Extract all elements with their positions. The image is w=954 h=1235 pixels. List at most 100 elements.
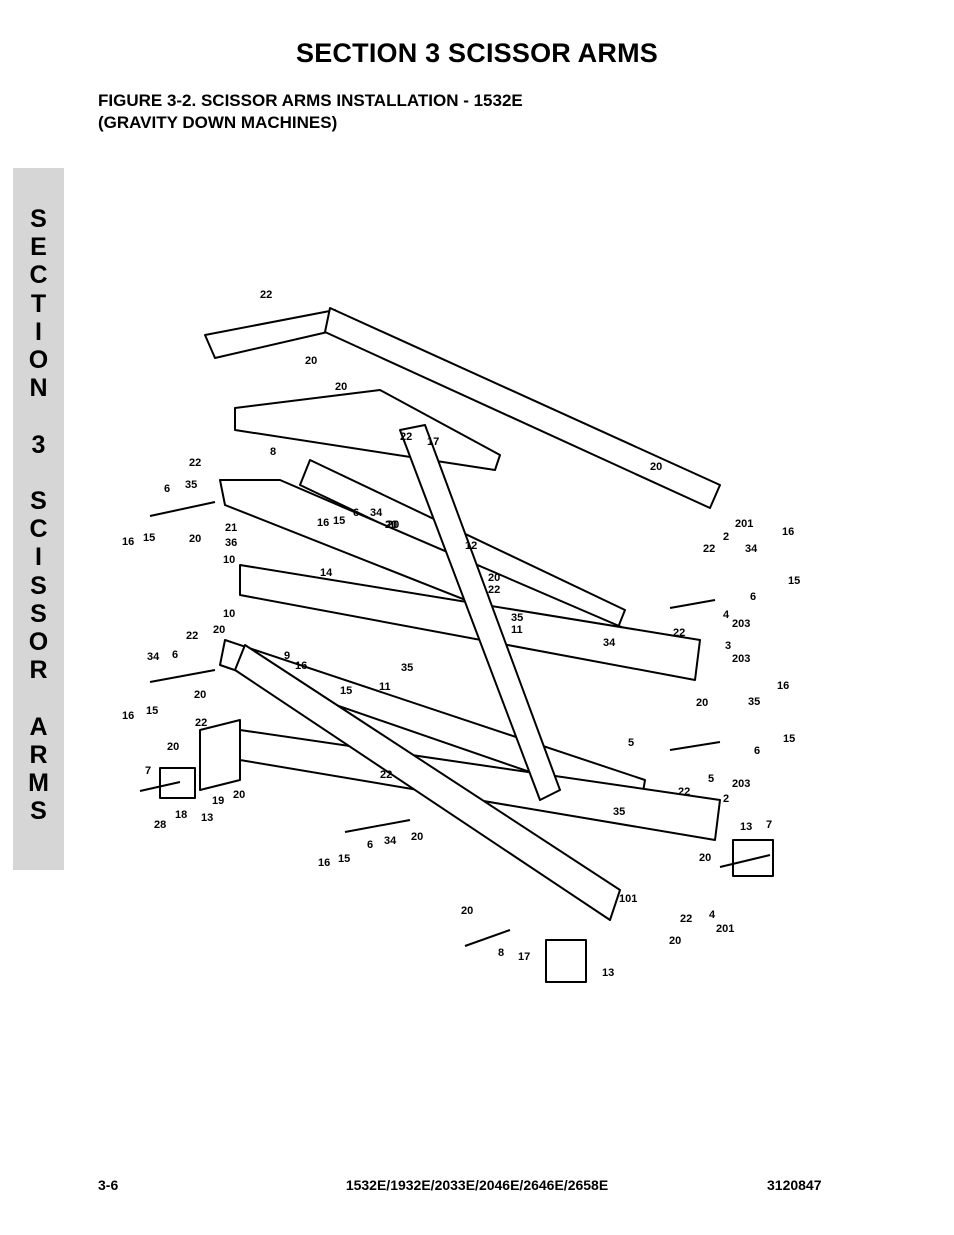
callout-label: 19: [212, 795, 224, 807]
callout-label: 8: [270, 446, 276, 458]
callout-label: 6: [750, 591, 756, 603]
end-block-bottom: [545, 939, 587, 983]
base-frame: [199, 719, 241, 791]
callout-label: 2: [723, 531, 729, 543]
callout-label: 6: [353, 507, 359, 519]
callout-label: 16: [122, 536, 134, 548]
callout-label: 18: [175, 809, 187, 821]
callout-label: 20: [213, 624, 225, 636]
callout-label: 22: [678, 786, 690, 798]
callout-label: 22: [703, 543, 715, 555]
callout-label: 2: [723, 793, 729, 805]
callout-label: 17: [518, 951, 530, 963]
callout-label: 20: [650, 461, 662, 473]
callout-label: 20: [305, 355, 317, 367]
callout-label: 15: [338, 853, 350, 865]
callout-label: 4: [709, 909, 716, 921]
callout-label: 6: [754, 745, 760, 757]
callout-label: 5: [628, 737, 634, 749]
callout-label: 34: [370, 507, 383, 519]
callout-label: 20: [696, 697, 708, 709]
callout-label: 8: [498, 947, 504, 959]
callout-label: 22: [680, 913, 692, 925]
callout-label: 21: [225, 522, 237, 534]
callout-label: 101: [619, 893, 637, 905]
callout-label: 203: [732, 653, 750, 665]
top-arm-long: [324, 307, 721, 509]
callout-label: 203: [732, 778, 750, 790]
top-arm: [204, 309, 346, 359]
callout-label: 16: [122, 710, 134, 722]
callout-label: 13: [740, 821, 752, 833]
callout-label: 34: [147, 651, 160, 663]
inner-arm-1: [234, 389, 501, 471]
callout-label: 16: [782, 526, 794, 538]
lower-arm-2: [234, 644, 621, 921]
callout-label: 20: [699, 852, 711, 864]
callout-label: 20: [387, 519, 399, 531]
cross-arm-2: [239, 564, 701, 681]
callout-label: 35: [748, 696, 760, 708]
callout-label: 15: [788, 575, 800, 587]
callout-label: 20: [335, 381, 347, 393]
callout-label: 34: [603, 637, 616, 649]
callout-labels: 22 20 20 17 8 22 20 20 201 22 2 16 34 15…: [122, 289, 800, 979]
callout-label: 9: [284, 650, 290, 662]
callout-label: 20: [669, 935, 681, 947]
callout-label: 36: [225, 537, 237, 549]
callout-label: 35: [511, 612, 523, 624]
callout-label: 3: [725, 640, 731, 652]
callout-label: 20: [461, 905, 473, 917]
callout-label: 35: [401, 662, 413, 674]
callout-label: 16: [777, 680, 789, 692]
callout-label: 35: [185, 479, 197, 491]
callout-label: 22: [189, 457, 201, 469]
callout-label: 6: [172, 649, 178, 661]
lift-cylinder: [399, 424, 561, 801]
scissor-arms-exploded-diagram: 22 20 20 17 8 22 20 20 201 22 2 16 34 15…: [122, 289, 800, 983]
callout-label: 35: [613, 806, 625, 818]
end-block-right: [732, 839, 774, 877]
callout-label: 22: [488, 584, 500, 596]
callout-label: 34: [384, 835, 397, 847]
page-number: 3-6: [98, 1177, 119, 1193]
side-tab-text: S E C T I O N 3 S C I S S O R A R M S: [28, 205, 49, 826]
callout-label: 22: [186, 630, 198, 642]
figure-caption: FIGURE 3-2. SCISSOR ARMS INSTALLATION - …: [98, 90, 523, 134]
callout-label: 6: [367, 839, 373, 851]
callout-label: 15: [143, 532, 155, 544]
section-title: SECTION 3 SCISSOR ARMS: [296, 38, 658, 68]
callout-label: 20: [411, 831, 423, 843]
callout-label: 28: [154, 819, 166, 831]
callout-label: 16: [295, 660, 307, 672]
callout-label: 34: [745, 543, 758, 555]
callout-label: 20: [385, 519, 397, 531]
model-list: 1532E/1932E/2033E/2046E/2646E/2658E: [345, 1177, 609, 1193]
callout-label: 20: [488, 572, 500, 584]
callout-label: 201: [716, 923, 734, 935]
callout-label: 7: [145, 765, 151, 777]
callout-label: 15: [340, 685, 352, 697]
figure-caption-line2: (GRAVITY DOWN MACHINES): [98, 113, 338, 132]
callout-label: 20: [189, 533, 201, 545]
callout-label: 22: [400, 431, 412, 443]
callout-label: 16: [317, 517, 329, 529]
callout-label: 201: [735, 518, 753, 530]
figure-caption-line1: FIGURE 3-2. SCISSOR ARMS INSTALLATION - …: [98, 91, 523, 110]
callout-label: 15: [783, 733, 795, 745]
callout-label: 22: [195, 717, 207, 729]
callout-label: 7: [766, 819, 772, 831]
callout-label: 13: [201, 812, 213, 824]
callout-label: 13: [602, 967, 614, 979]
callout-label: 14: [320, 567, 333, 579]
callout-label: 12: [465, 540, 477, 552]
callout-label: 22: [673, 627, 685, 639]
callout-label: 15: [146, 705, 158, 717]
callout-label: 203: [732, 618, 750, 630]
callout-label: 17: [427, 436, 439, 448]
callout-label: 4: [723, 609, 730, 621]
callout-label: 11: [511, 624, 523, 636]
callout-label: 10: [223, 554, 235, 566]
callout-label: 22: [380, 769, 392, 781]
callout-label: 11: [379, 681, 391, 693]
